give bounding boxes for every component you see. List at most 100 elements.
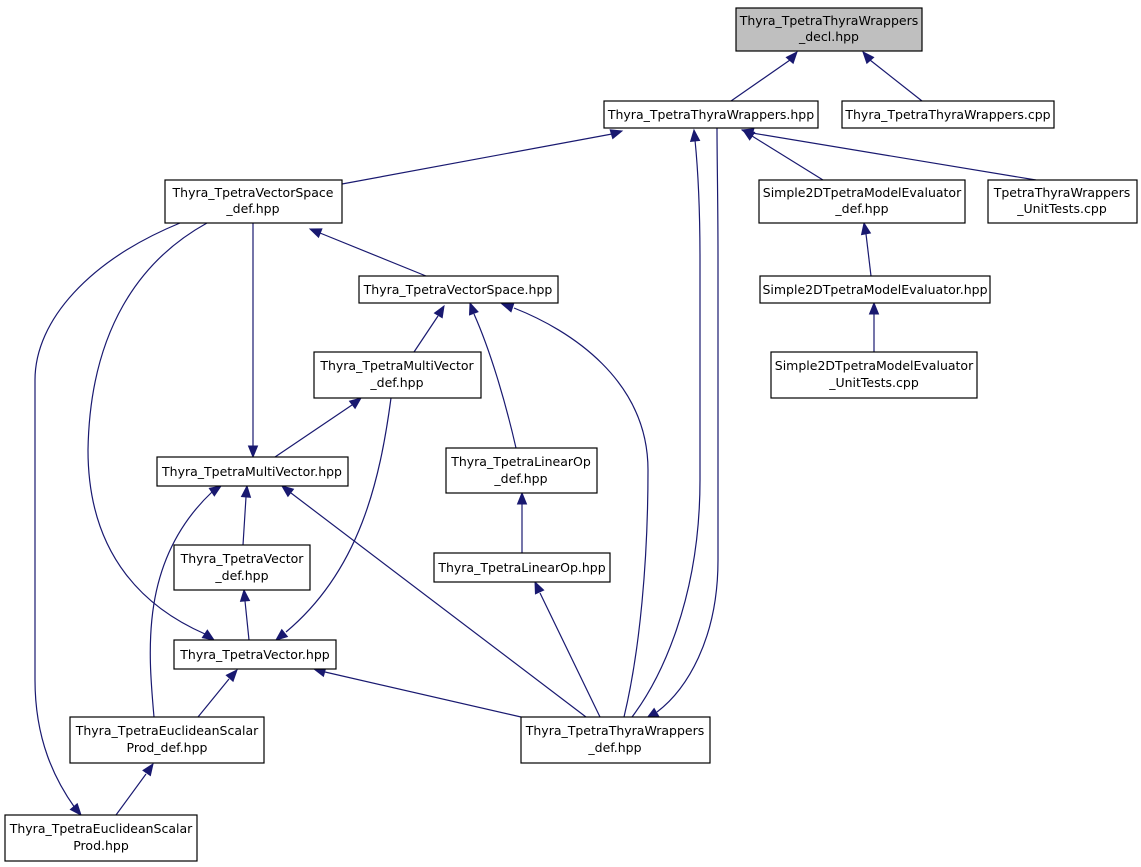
node-wrappers-cpp[interactable]: Thyra_TpetraThyraWrappers.cpp [841,100,1055,129]
node-euclidean-scalar-prod-def-hpp-line2: Prod_def.hpp [127,740,208,755]
edge-line [290,492,587,718]
arrowhead-icon [860,221,872,236]
node-vector-space-def-hpp[interactable]: Thyra_TpetraVectorSpace _def.hpp [164,179,343,224]
edge-tw-def-to-lo-hpp [534,580,601,718]
node-vector-space-def-hpp-line2: _def.hpp [225,201,279,216]
arrowhead-icon [247,445,259,459]
node-thyra-wrappers-def-hpp-line2: _def.hpp [587,740,641,755]
arrowhead-icon [534,580,545,595]
edge-line [751,135,824,181]
node-euclidean-scalar-prod-hpp[interactable]: Thyra_TpetraEuclideanScalar Prod.hpp [4,814,198,862]
edge-s2d-ut-to-s2d-hpp [868,301,880,352]
arrowhead-icon [274,628,289,641]
arrowhead-icon [280,485,295,498]
node-simple2d-unit-tests-cpp[interactable]: Simple2DTpetraModelEvaluator _UnitTests.… [770,351,978,399]
node-vector-space-hpp-label: Thyra_TpetraVectorSpace.hpp [363,282,553,297]
node-linear-op-def-hpp[interactable]: Thyra_TpetraLinearOp _def.hpp [445,447,598,494]
edge-line [473,313,517,449]
edge-line [656,127,719,713]
node-simple2d-def-hpp-line2: _def.hpp [834,201,888,216]
edge-s2d-hpp-to-s2d-def [860,221,872,277]
edges-layer [34,51,1037,817]
arrowhead-icon [208,485,223,497]
edge-line [539,592,601,718]
node-decl-hpp[interactable]: Thyra_TpetraThyraWrappers _decl.hpp [735,7,923,52]
arrowhead-icon [862,51,875,65]
node-wrappers-hpp[interactable]: Thyra_TpetraThyraWrappers.hpp [603,100,819,129]
arrowhead-icon [240,484,252,498]
edge-line [413,315,439,353]
edge-line [869,59,923,102]
edge-vs-def-to-wrappers-hpp [341,129,624,185]
node-unit-tests-cpp[interactable]: TpetraThyraWrappers _UnitTests.cpp [987,179,1138,224]
arrowhead-icon [785,51,798,65]
arrowhead-icon [609,129,624,140]
node-simple2d-hpp[interactable]: Simple2DTpetraModelEvaluator.hpp [759,275,991,304]
edge-esp-hpp-to-esp-def [115,762,154,816]
edge-wrappers-cpp-to-decl [862,51,923,102]
edge-v-hpp-to-v-def [239,588,251,641]
edge-wrappers-hpp-to-tw-def [645,127,719,719]
node-euclidean-scalar-prod-hpp-line2: Prod.hpp [73,838,129,853]
edge-line [285,397,392,633]
edge-vs-hpp-to-vs-def [308,228,427,277]
edge-line [242,496,247,546]
node-decl-hpp-line1: Thyra_TpetraThyraWrappers [739,13,919,28]
arrowhead-icon [225,669,238,683]
edge-line [115,773,147,816]
node-thyra-wrappers-def-hpp[interactable]: Thyra_TpetraThyraWrappers _def.hpp [520,716,711,764]
arrowhead-icon [308,228,323,239]
edge-wrappers-hpp-to-decl [730,51,798,102]
node-vector-hpp[interactable]: Thyra_TpetraVector.hpp [173,639,337,670]
node-vector-def-hpp-line1: Thyra_TpetraVector [180,551,305,566]
edge-s2d-def-to-wrappers-hpp [741,129,824,181]
node-euclidean-scalar-prod-hpp-line1: Thyra_TpetraEuclideanScalar [9,821,193,836]
arrowhead-icon [469,301,479,316]
arrowhead-icon [516,491,528,505]
edge-vs-def-to-mv-hpp [247,223,259,459]
edge-line [87,222,208,635]
node-simple2d-def-hpp[interactable]: Simple2DTpetraModelEvaluator _def.hpp [758,179,966,224]
edge-vs-def-to-esp-hpp [34,222,181,817]
node-euclidean-scalar-prod-def-hpp-line1: Thyra_TpetraEuclideanScalar [75,723,259,738]
node-wrappers-hpp-label: Thyra_TpetraThyraWrappers.hpp [607,107,814,122]
edge-mv-def-to-vs-hpp [413,304,445,353]
arrowhead-icon [142,762,154,777]
edge-line [324,671,522,718]
node-simple2d-unit-tests-cpp-line1: Simple2DTpetraModelEvaluator [775,358,974,373]
node-simple2d-def-hpp-line1: Simple2DTpetraModelEvaluator [763,185,962,200]
edge-vs-def-to-v-hpp [87,222,216,641]
node-simple2d-unit-tests-cpp-line2: _UnitTests.cpp [828,375,919,390]
edge-line [341,133,613,185]
node-multi-vector-def-hpp-line2: _def.hpp [369,375,423,390]
node-linear-op-def-hpp-line2: _def.hpp [493,471,547,486]
node-vector-def-hpp[interactable]: Thyra_TpetraVector _def.hpp [173,544,311,591]
node-unit-tests-cpp-line2: _UnitTests.cpp [1016,201,1107,216]
node-vector-space-hpp[interactable]: Thyra_TpetraVectorSpace.hpp [358,275,559,304]
node-multi-vector-def-hpp-line1: Thyra_TpetraMultiVector [319,358,474,373]
edge-line [865,233,872,277]
node-multi-vector-def-hpp[interactable]: Thyra_TpetraMultiVector _def.hpp [313,351,482,399]
arrowhead-icon [868,301,880,315]
arrowhead-icon [740,128,755,139]
node-thyra-wrappers-def-hpp-line1: Thyra_TpetraThyraWrappers [525,723,705,738]
node-unit-tests-cpp-line1: TpetraThyraWrappers [993,185,1131,200]
edge-line [730,59,791,102]
arrowhead-icon [500,302,515,313]
node-multi-vector-hpp-label: Thyra_TpetraMultiVector.hpp [161,464,342,479]
edge-lo-def-to-vs-hpp [469,301,517,449]
arrowhead-icon [239,588,251,602]
edge-line [274,404,353,458]
node-multi-vector-hpp[interactable]: Thyra_TpetraMultiVector.hpp [156,456,349,487]
edge-line [149,491,213,718]
edge-mv-def-to-v-hpp [274,397,392,641]
node-linear-op-hpp[interactable]: Thyra_TpetraLinearOp.hpp [433,552,611,583]
edge-tw-def-to-wrappers-hpp [631,128,701,718]
edge-unit-tests-to-wrappers-hpp [740,128,1037,181]
node-vector-hpp-label: Thyra_TpetraVector.hpp [179,647,329,662]
node-linear-op-hpp-label: Thyra_TpetraLinearOp.hpp [437,560,605,575]
edge-mv-hpp-to-mv-def [274,397,363,458]
node-euclidean-scalar-prod-def-hpp[interactable]: Thyra_TpetraEuclideanScalar Prod_def.hpp [69,716,265,764]
